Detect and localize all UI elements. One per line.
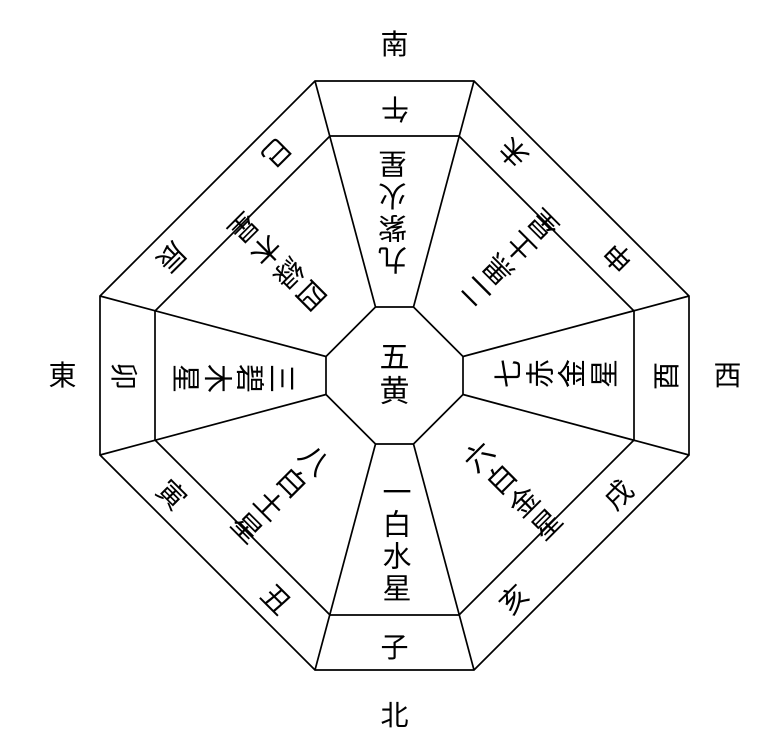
sector-divider-line: [99, 295, 327, 358]
sector-divider-line: [412, 443, 475, 671]
branch-mao: 卯: [106, 361, 140, 390]
direction-east: 東: [48, 358, 77, 392]
direction-west: 西: [713, 358, 742, 392]
branch-zi: 子: [380, 630, 409, 664]
sector-divider-line: [314, 443, 377, 671]
center-star-line1: 五: [379, 340, 410, 375]
center-star: 五 黄: [379, 340, 410, 410]
direction-north: 北: [380, 698, 409, 732]
sector-divider-line: [314, 80, 377, 308]
sector-divider-line: [462, 295, 690, 358]
star-south: 九紫火星: [377, 146, 411, 275]
sector-divider-line: [462, 393, 690, 456]
star-east: 三碧木星: [168, 359, 297, 393]
direction-south: 南: [380, 27, 409, 61]
sector-divider-line: [412, 80, 475, 308]
center-star-line2: 黄: [379, 374, 410, 410]
star-north: 一白水星: [378, 476, 412, 605]
branch-wu: 午: [380, 91, 409, 125]
branch-you: 酉: [649, 361, 683, 390]
sector-divider-line: [99, 393, 327, 456]
star-west: 七赤金星: [492, 358, 621, 392]
